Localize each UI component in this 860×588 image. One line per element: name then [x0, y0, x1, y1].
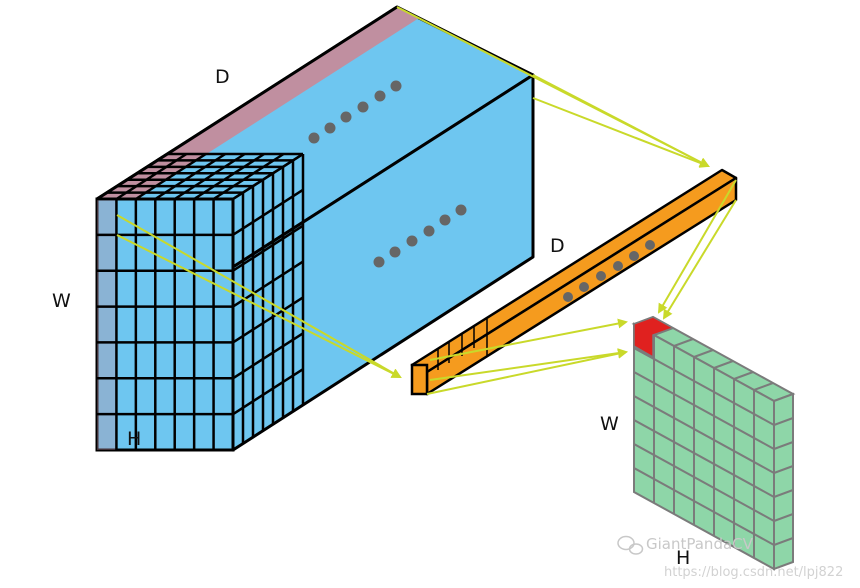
grid-line: [232, 403, 304, 452]
grid-line: [773, 489, 794, 498]
grid-line: [633, 419, 775, 498]
grid-line: [633, 467, 775, 546]
output-side-face: [773, 392, 794, 571]
wechat-icon: [617, 535, 644, 555]
grid-line: [773, 417, 794, 426]
side-grid: [231, 152, 305, 452]
top-grid: [96, 152, 304, 201]
bar-front-face: [410, 363, 429, 396]
output-map: [631, 315, 796, 571]
front-grid: [97, 199, 233, 450]
out-height-label: H: [676, 547, 690, 569]
big-depth-label: D: [215, 66, 230, 88]
out-width-label: W: [600, 413, 619, 435]
projection-arrows: [116, 6, 737, 395]
grid-line: [773, 465, 794, 474]
grid-line: [232, 296, 304, 344]
big-height-label: H: [127, 428, 141, 450]
grid-line: [773, 441, 794, 450]
grid-line: [232, 368, 304, 416]
volume-front-face: [95, 197, 235, 452]
top-ellipsis-dots: [308, 80, 402, 144]
output-front-face: [633, 322, 775, 571]
grid-line: [633, 347, 775, 426]
grid-line: [232, 332, 304, 380]
output-highlight-cell: [633, 316, 675, 359]
grid-line: [693, 349, 714, 358]
grid-line: [232, 152, 304, 201]
bar-ellipsis-dots: [563, 240, 655, 302]
side-ellipsis-dots: [373, 204, 467, 268]
input-volume: [95, 5, 535, 452]
big-width-label: W: [52, 290, 71, 312]
grid-line: [232, 188, 304, 236]
grid-line: [633, 395, 775, 474]
grid-line: [673, 338, 694, 347]
watermark-url: https://blog.csdn.net/lpj822: [664, 565, 843, 580]
grid-line: [753, 382, 774, 391]
front-highlight-column: [97, 199, 117, 450]
bar-depth-label: D: [550, 235, 565, 257]
grid-line: [733, 371, 754, 380]
grid-line: [713, 360, 734, 369]
grid-line: [773, 513, 794, 522]
grid-line: [232, 224, 304, 272]
grid-line: [633, 371, 775, 450]
watermark-brand: GiantPandaCV: [646, 535, 754, 553]
grid-line: [633, 443, 775, 522]
grid-line: [773, 537, 794, 546]
